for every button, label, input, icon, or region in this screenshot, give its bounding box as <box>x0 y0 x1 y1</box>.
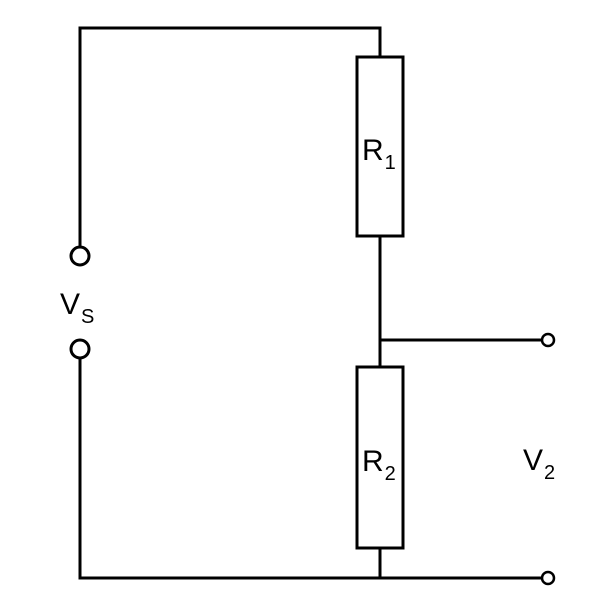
label-vs-letter: V <box>60 288 81 321</box>
label-vs: VS <box>60 288 94 328</box>
label-v2-subscript: 2 <box>544 462 556 484</box>
label-v2: V2 <box>523 444 555 484</box>
label-v2-letter: V <box>523 444 544 477</box>
label-r2-subscript: 2 <box>384 463 396 485</box>
label-r1-letter: R <box>362 134 384 167</box>
v2-terminal-top <box>540 332 556 348</box>
vs-terminal-bottom <box>69 338 91 360</box>
bottom-wire <box>78 355 543 580</box>
resistor-r1 <box>355 55 405 238</box>
label-r1-subscript: 1 <box>384 152 396 174</box>
top-wire <box>78 26 382 257</box>
label-vs-subscript: S <box>81 306 95 328</box>
resistor-r2 <box>355 365 405 550</box>
v2-terminal-bottom <box>540 570 556 586</box>
vs-terminal-top <box>69 245 91 267</box>
label-r2-letter: R <box>362 445 384 478</box>
label-r2: R2 <box>362 445 396 485</box>
label-r1: R1 <box>362 134 396 174</box>
